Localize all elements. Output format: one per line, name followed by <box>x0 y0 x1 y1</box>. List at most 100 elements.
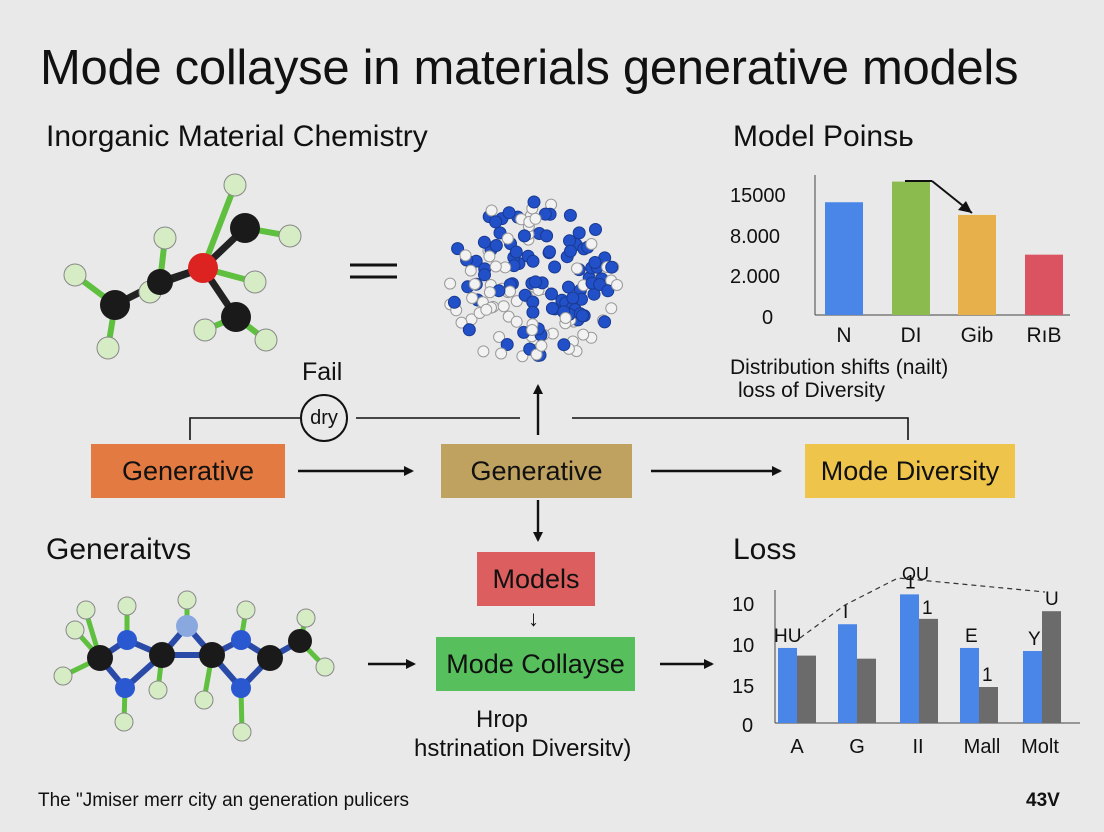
cluster-atom <box>527 195 541 209</box>
cluster-atom <box>564 244 577 258</box>
y-tick-label: 10 <box>732 635 754 657</box>
cluster-atom <box>477 345 490 358</box>
bar-gray <box>919 618 938 723</box>
y-tick-label: 0 <box>762 307 773 329</box>
cluster-atom <box>559 312 572 324</box>
cluster-atom <box>572 226 586 240</box>
mode-collapse-label: Mode Collayse <box>446 648 625 679</box>
bar <box>892 181 930 315</box>
models-box: Models <box>477 552 595 606</box>
cluster-atom <box>585 238 598 250</box>
bar-label: E <box>965 626 978 647</box>
bar-blue <box>960 647 979 723</box>
x-tick-label: G <box>849 736 865 758</box>
generative-box-center-label: Generative <box>470 455 603 486</box>
cluster-atom <box>557 338 571 352</box>
x-tick-label: DI <box>901 324 922 347</box>
bar-blue <box>838 624 857 723</box>
bar-blue <box>778 647 797 723</box>
cluster-atom <box>611 279 623 291</box>
cluster-atom <box>576 309 589 323</box>
watermark: 43V <box>1026 790 1060 811</box>
cluster-atom <box>526 305 540 319</box>
mode-diversity-box: Mode Diversity <box>805 444 1015 498</box>
cluster-atom <box>543 245 556 259</box>
molecule-top-left <box>63 173 302 360</box>
bar-label: HU <box>774 626 801 647</box>
section-inorganic-heading: Inorganic Material Chemistry <box>46 120 428 153</box>
x-tick-label: Gib <box>961 324 994 347</box>
bar-gray <box>979 687 998 723</box>
cluster-atom <box>540 229 554 243</box>
cluster-atom <box>605 260 619 274</box>
y-tick-label: 15000 <box>730 185 786 207</box>
trend-dashed-line <box>799 577 1046 639</box>
molecule-bottom-left <box>53 590 335 742</box>
cluster-atom <box>468 278 481 291</box>
cluster-atom <box>500 338 514 351</box>
atom-cluster <box>444 195 623 371</box>
cluster-atom <box>548 260 562 274</box>
cluster-atom <box>483 286 496 299</box>
page-title: Mode collayse in materials generative mo… <box>40 41 1019 95</box>
cluster-atom <box>562 280 575 294</box>
cluster-atom <box>462 323 476 337</box>
x-tick-label: II <box>912 736 923 758</box>
cluster-atom <box>451 242 465 256</box>
cluster-atom <box>577 328 590 341</box>
cluster-atom <box>538 207 552 221</box>
small-down-arrow: ↓ <box>528 606 539 631</box>
fail-circle-label: dry <box>310 406 338 429</box>
cluster-atom <box>510 315 523 328</box>
cluster-atom <box>464 264 477 277</box>
cluster-atom <box>571 262 583 275</box>
cluster-atom <box>509 245 523 259</box>
bar-blue <box>1023 651 1042 723</box>
cluster-atom <box>459 249 472 262</box>
bar <box>958 214 996 315</box>
bar-gray <box>857 658 876 723</box>
cluster-atom <box>502 206 516 220</box>
cluster-atom <box>497 300 510 313</box>
cluster-atom <box>477 235 491 249</box>
footer-text: The "Jmiser merr city an generation puli… <box>38 790 410 811</box>
cluster-atom <box>447 295 461 309</box>
cluster-atom <box>455 316 468 329</box>
bar-label-gray: 1 <box>982 665 993 686</box>
cluster-atom <box>444 277 457 290</box>
cluster-atom <box>478 268 491 282</box>
bar <box>825 202 863 315</box>
cluster-atom <box>483 250 496 263</box>
fail-label: Fail <box>302 358 343 386</box>
x-tick-label: RıB <box>1026 324 1061 347</box>
section-generatives-heading: Generaitvs <box>46 533 192 566</box>
x-tick-label: Mall <box>964 736 1001 758</box>
models-label: Models <box>492 563 580 594</box>
bar-label: Y <box>1028 629 1041 650</box>
connector-top-right <box>572 417 909 440</box>
cluster-atom <box>535 339 548 352</box>
mode-collapse-box: Mode Collayse <box>436 637 635 691</box>
y-tick-label: 2.000 <box>730 266 780 288</box>
y-tick-label: 8.000 <box>730 226 780 248</box>
cluster-atom <box>529 212 542 225</box>
cluster-atom <box>489 215 503 229</box>
bar-label: 1 <box>905 572 916 593</box>
cluster-atom <box>605 302 618 315</box>
distribution-caption-line1: Distribution shifts (nailt) <box>730 356 949 379</box>
hrop-caption-line2: hstrination Diversitv) <box>414 735 632 762</box>
hrop-caption-line1: Hrop <box>476 706 529 733</box>
cluster-atom <box>526 254 540 268</box>
cluster-atom <box>545 287 558 301</box>
cluster-atom <box>529 275 542 289</box>
y-tick-label: 15 <box>732 676 754 698</box>
cluster-atom <box>501 232 514 245</box>
cluster-atom <box>489 239 503 252</box>
section-model-points-heading: Model Poinsь <box>733 120 914 153</box>
generative-box-left: Generative <box>91 444 285 498</box>
cluster-atom <box>601 284 615 298</box>
generative-box-center: Generative <box>441 444 632 498</box>
